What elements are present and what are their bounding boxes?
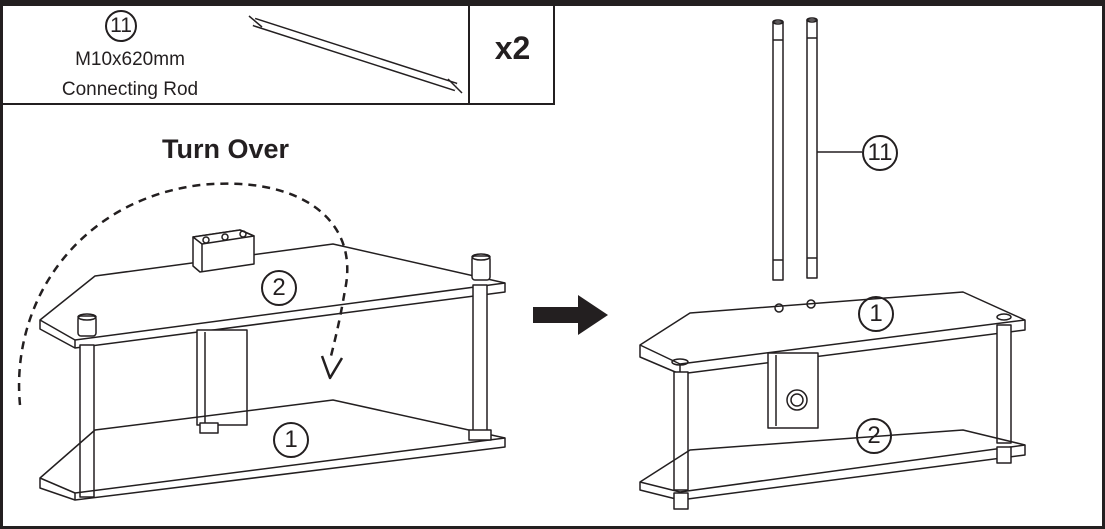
part-number-badge: 11 xyxy=(105,10,137,42)
part-spec: M10x620mm xyxy=(75,49,185,70)
parts-list-box xyxy=(3,6,555,105)
right-shelf-bottom-callout: 2 xyxy=(856,418,892,454)
quantity-divider xyxy=(468,6,470,105)
part-name: Connecting Rod xyxy=(61,79,199,100)
next-step-arrow-icon xyxy=(533,295,608,335)
turn-over-arrow xyxy=(17,182,349,406)
left-shelf-bottom-callout: 1 xyxy=(273,422,309,458)
right-stand xyxy=(639,17,1026,510)
connecting-rod-icon xyxy=(248,15,463,94)
left-shelf-top-callout: 2 xyxy=(261,270,297,306)
right-shelf-top-callout: 1 xyxy=(858,296,894,332)
part-quantity: x2 xyxy=(494,30,531,66)
turn-over-instruction: Turn Over xyxy=(162,134,290,164)
rod-callout: 11 xyxy=(862,135,898,171)
